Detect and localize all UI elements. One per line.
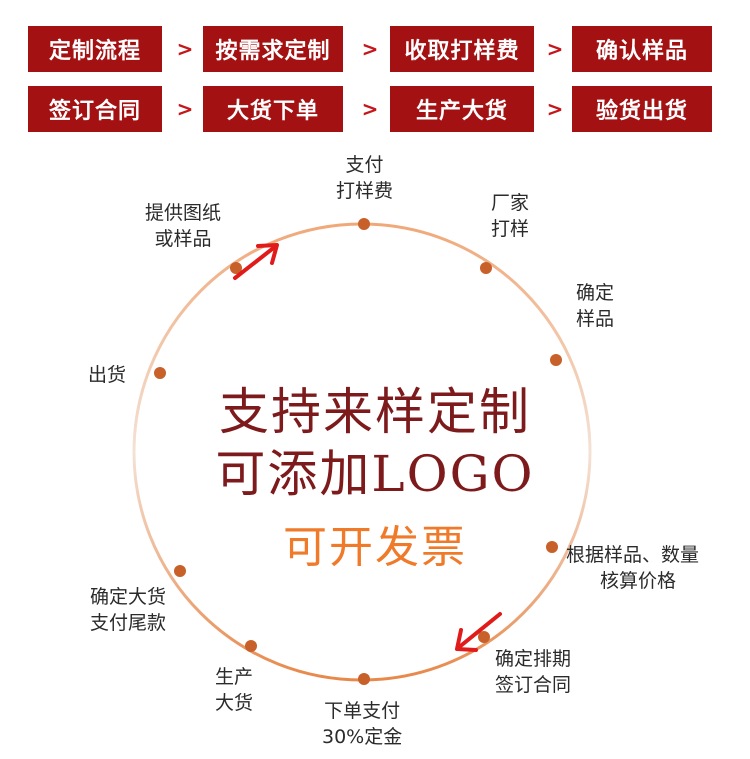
cycle-dot <box>550 354 562 366</box>
cycle-dot <box>230 262 242 274</box>
flow-step-inspect-ship: 验货出货 <box>572 86 712 132</box>
direction-arrow-bottom <box>455 612 502 652</box>
flow-step-bulk-order: 大货下单 <box>203 86 343 132</box>
flow-step-confirm-sample: 确认样品 <box>572 26 712 72</box>
step-confirm-sample: 确定 样品 <box>576 282 615 330</box>
step-produce-bulk: 生产 大货 <box>215 666 254 714</box>
step-quote-price: 根据样品、数量 核算价格 <box>566 544 700 592</box>
direction-arrow-top <box>233 243 279 280</box>
cycle-dot <box>546 541 558 553</box>
flow-arrow: > <box>546 37 564 61</box>
headline-custom-sample: 支持来样定制 <box>219 383 531 441</box>
step-ship: 出货 <box>88 364 127 386</box>
cycle-dot <box>174 565 186 577</box>
flow-step-custom-by-demand: 按需求定制 <box>203 26 343 72</box>
flow-arrow: > <box>546 97 564 121</box>
flow-arrow: > <box>176 97 194 121</box>
step-provide-drawing: 提供图纸 或样品 <box>145 202 222 250</box>
flow-arrow: > <box>361 37 379 61</box>
step-pay-sample-fee: 支付 打样费 <box>336 154 394 202</box>
flow-step-sample-fee: 收取打样费 <box>390 26 534 72</box>
step-order-deposit: 下单支付 30%定金 <box>322 700 403 748</box>
flow-arrow: > <box>176 37 194 61</box>
flow-step-custom-process: 定制流程 <box>28 26 162 72</box>
cycle-dot <box>358 673 370 685</box>
headline-invoice: 可开发票 <box>283 522 467 573</box>
cycle-dot <box>154 367 166 379</box>
flow-step-produce: 生产大货 <box>390 86 534 132</box>
step-factory-sample: 厂家 打样 <box>491 192 530 240</box>
cycle-dot <box>245 640 257 652</box>
flow-step-sign-contract: 签订合同 <box>28 86 162 132</box>
step-confirm-bulk-pay-balance: 确定大货 支付尾款 <box>90 586 167 634</box>
cycle-dot <box>480 262 492 274</box>
cycle-dot <box>358 218 370 230</box>
cycle-dot <box>478 631 490 643</box>
step-schedule-contract: 确定排期 签订合同 <box>495 648 572 696</box>
headline-add-logo: 可添加LOGO <box>215 445 535 503</box>
flow-arrow: > <box>361 97 379 121</box>
